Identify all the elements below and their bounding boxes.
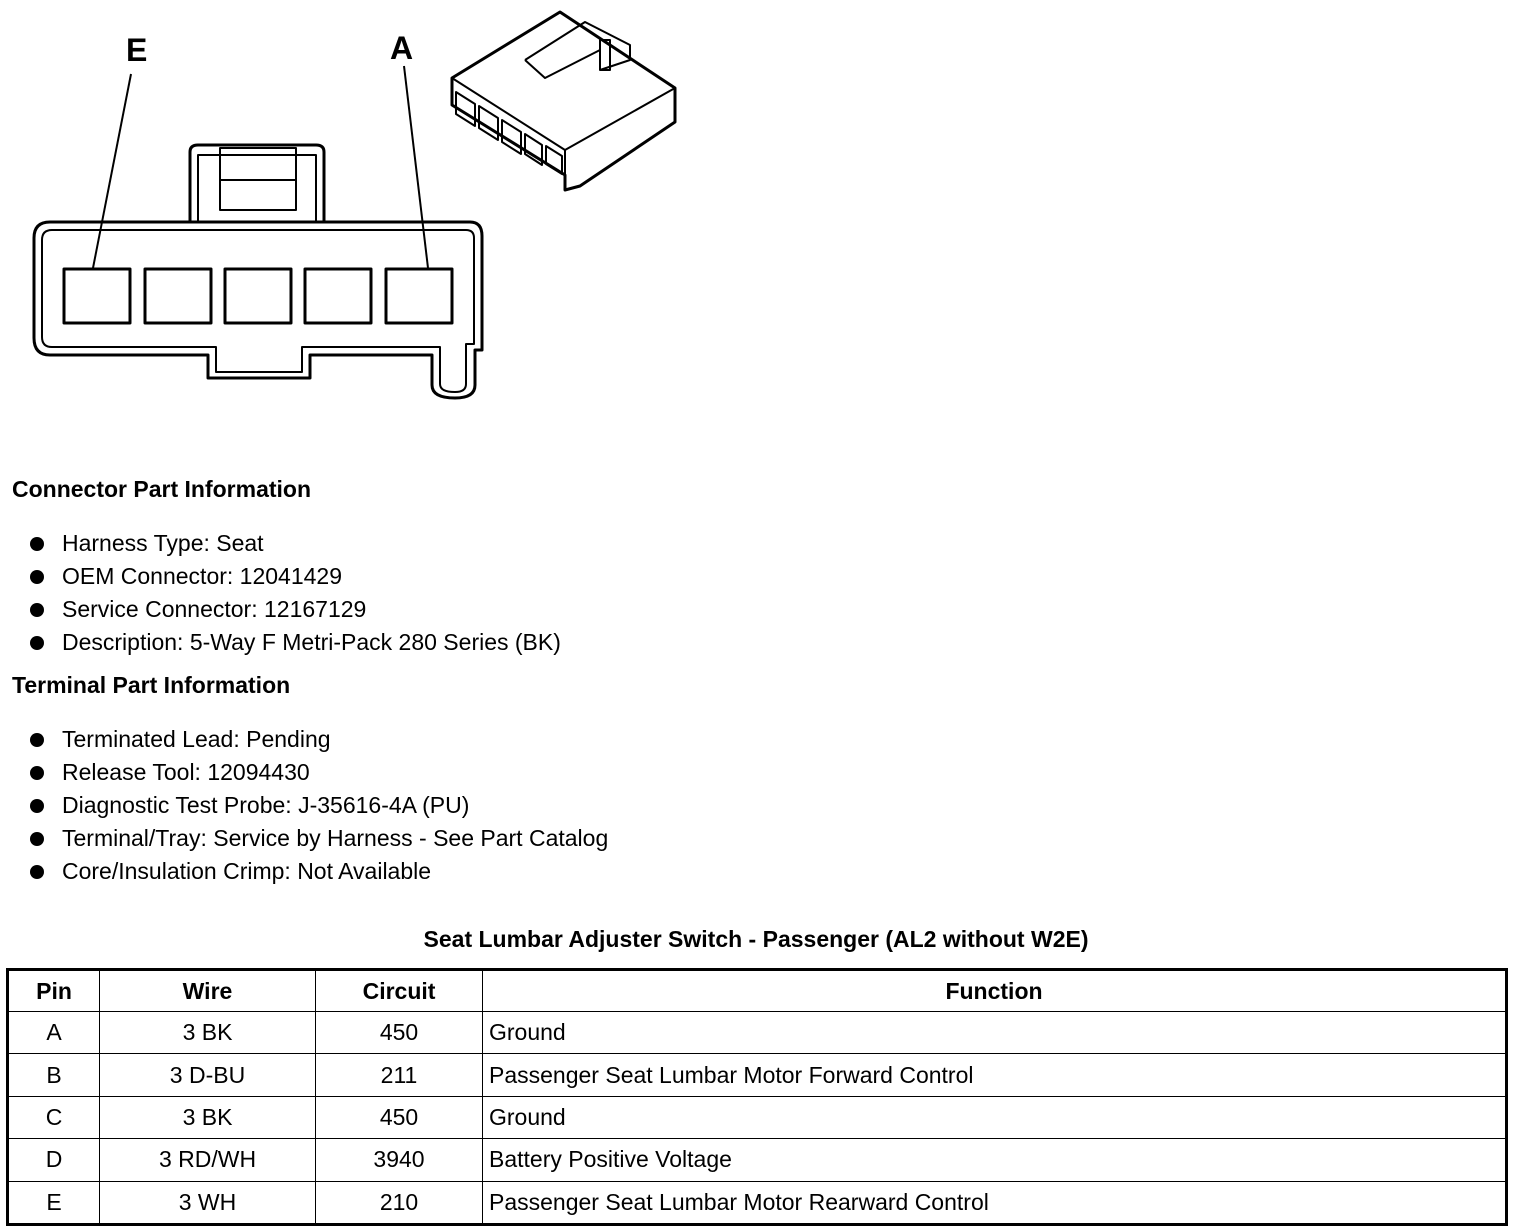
cavity-c — [223, 267, 293, 325]
cell-wire: 3 RD/WH — [99, 1138, 316, 1182]
list-item-text: Harness Type: Seat — [62, 530, 264, 556]
table-header-row: Pin Wire Circuit Function — [7, 969, 1507, 1012]
cell-function: Ground — [482, 1095, 1507, 1140]
bullet-icon — [30, 865, 44, 879]
list-item: Terminated Lead: Pending — [28, 723, 608, 756]
list-item: OEM Connector: 12041429 — [28, 560, 561, 593]
list-item-text: Terminated Lead: Pending — [62, 726, 331, 752]
list-item-text: Release Tool: 12094430 — [62, 759, 310, 785]
bullet-icon — [30, 799, 44, 813]
locking-latch — [188, 143, 326, 222]
bullet-icon — [30, 636, 44, 650]
list-item: Description: 5-Way F Metri-Pack 280 Seri… — [28, 626, 561, 659]
list-item: Harness Type: Seat — [28, 527, 561, 560]
list-item-text: Diagnostic Test Probe: J-35616-4A (PU) — [62, 792, 470, 818]
list-item: Diagnostic Test Probe: J-35616-4A (PU) — [28, 789, 608, 822]
pin-table-title: Seat Lumbar Adjuster Switch - Passenger … — [423, 926, 1089, 952]
cell-pin: A — [7, 1010, 100, 1055]
cell-function: Ground — [482, 1010, 1507, 1055]
table-row: D 3 RD/WH 3940 Battery Positive Voltage — [7, 1138, 1507, 1182]
header-function: Function — [482, 969, 1507, 1012]
connector-body-outline — [32, 220, 484, 400]
list-item: Release Tool: 12094430 — [28, 756, 608, 789]
header-pin: Pin — [7, 969, 100, 1012]
list-item-text: Terminal/Tray: Service by Harness - See … — [62, 825, 609, 851]
cell-function: Passenger Seat Lumbar Motor Forward Cont… — [482, 1053, 1507, 1097]
table-row: B 3 D-BU 211 Passenger Seat Lumbar Motor… — [7, 1053, 1507, 1097]
cell-pin: D — [7, 1138, 100, 1182]
cavity-a — [384, 267, 454, 325]
cell-circuit: 450 — [315, 1095, 483, 1140]
leader-line-e — [92, 73, 132, 269]
cell-pin: B — [7, 1053, 100, 1097]
list-item-text: Service Connector: 12167129 — [62, 596, 367, 622]
cell-wire: 3 D-BU — [99, 1053, 316, 1097]
connector-iso-view — [450, 10, 677, 192]
connector-info-heading: Connector Part Information — [12, 476, 312, 502]
list-item: Core/Insulation Crimp: Not Available — [28, 855, 608, 888]
header-wire: Wire — [99, 969, 316, 1012]
bullet-icon — [30, 603, 44, 617]
list-item-text: OEM Connector: 12041429 — [62, 563, 343, 589]
cavity-e — [62, 267, 132, 325]
cell-circuit: 211 — [315, 1053, 483, 1097]
bullet-icon — [30, 766, 44, 780]
cell-wire: 3 BK — [99, 1095, 316, 1140]
table-row: C 3 BK 450 Ground — [7, 1095, 1507, 1140]
terminal-info-list: Terminated Lead: Pending Release Tool: 1… — [28, 723, 608, 888]
cell-wire: 3 WH — [99, 1180, 316, 1226]
pin-label-a: A — [390, 30, 414, 66]
cell-circuit: 450 — [315, 1010, 483, 1055]
bullet-icon — [30, 570, 44, 584]
connector-info-list: Harness Type: Seat OEM Connector: 120414… — [28, 527, 561, 659]
pin-label-e: E — [126, 32, 148, 68]
list-item-text: Description: 5-Way F Metri-Pack 280 Seri… — [62, 629, 561, 655]
cavity-b — [303, 267, 373, 325]
leader-line-a — [403, 65, 429, 269]
table-row: E 3 WH 210 Passenger Seat Lumbar Motor R… — [7, 1180, 1507, 1226]
connector-body-inner — [41, 229, 475, 393]
cell-function: Battery Positive Voltage — [482, 1138, 1507, 1182]
connector-diagram — [32, 10, 677, 400]
header-circuit: Circuit — [315, 969, 483, 1012]
list-item: Service Connector: 12167129 — [28, 593, 561, 626]
list-item-text: Core/Insulation Crimp: Not Available — [62, 858, 432, 884]
terminal-info-heading: Terminal Part Information — [12, 672, 291, 698]
cell-wire: 3 BK — [99, 1010, 316, 1055]
cell-pin: C — [7, 1095, 100, 1140]
table-row: A 3 BK 450 Ground — [7, 1010, 1507, 1055]
pin-table: Pin Wire Circuit Function A 3 BK 450 Gro… — [6, 968, 1508, 1226]
cell-pin: E — [7, 1180, 100, 1226]
bullet-icon — [30, 537, 44, 551]
bullet-icon — [30, 733, 44, 747]
cell-circuit: 210 — [315, 1180, 483, 1226]
cavity-d — [143, 267, 213, 325]
bullet-icon — [30, 832, 44, 846]
list-item: Terminal/Tray: Service by Harness - See … — [28, 822, 608, 855]
cell-circuit: 3940 — [315, 1138, 483, 1182]
cell-function: Passenger Seat Lumbar Motor Rearward Con… — [482, 1180, 1507, 1226]
